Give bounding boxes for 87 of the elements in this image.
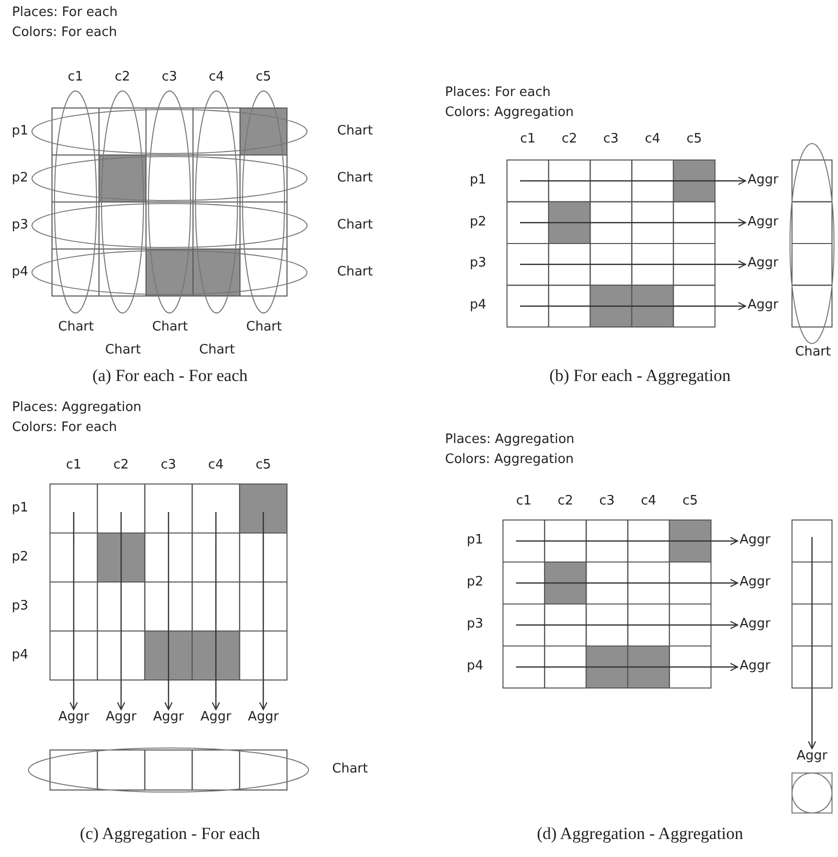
aggregation-label: Aggr: [748, 215, 778, 230]
column-label: c2: [558, 494, 574, 510]
arrow: [516, 536, 738, 546]
aggregation-label: Aggr: [740, 534, 770, 548]
chart-label: Chart: [332, 762, 368, 778]
column-label: c5: [686, 132, 702, 148]
column-label: c5: [256, 70, 272, 86]
arrow: [520, 260, 746, 269]
row-label: p2: [12, 550, 28, 565]
row-label: p2: [466, 576, 484, 590]
subfigure-caption: (c) Aggregation - For each: [80, 824, 260, 844]
column-label: c4: [208, 458, 224, 474]
chart-label: Chart: [337, 218, 373, 233]
column-label: c3: [162, 70, 178, 86]
setting-label: Places: Aggregation: [12, 401, 142, 416]
column-label: c5: [256, 458, 271, 474]
arrow: [516, 578, 738, 588]
arrow: [520, 302, 746, 310]
aggregation-label: Aggr: [748, 256, 778, 272]
arrow: [516, 662, 738, 672]
row-label: p2: [12, 171, 28, 186]
aggregation-label: Aggr: [748, 173, 778, 188]
setting-label: Colors: For each: [12, 421, 118, 436]
chart-label: Chart: [337, 265, 373, 280]
row-label: p4: [12, 265, 28, 280]
setting-label: Places: Aggregation: [445, 433, 574, 448]
row-label: p1: [466, 534, 484, 548]
row-label: p3: [12, 599, 28, 614]
row-label: p1: [12, 501, 28, 516]
aggregation-label: Aggr: [153, 710, 184, 726]
arrow: [116, 512, 126, 710]
column-label: c1: [520, 132, 536, 148]
chart-label: Chart: [337, 124, 373, 139]
chart-label: Chart: [246, 320, 282, 336]
arrow: [520, 218, 746, 227]
column-label: c4: [640, 494, 656, 510]
aggregation-label: Aggr: [740, 576, 770, 590]
aggregation-label: Aggr: [796, 750, 828, 764]
row-label: p4: [12, 648, 28, 663]
arrow: [520, 176, 746, 186]
column-label: c1: [68, 70, 84, 86]
row-label: p3: [466, 618, 484, 632]
aggregation-label: Aggr: [248, 710, 279, 726]
arrow: [808, 537, 816, 750]
setting-label: Places: For each: [12, 6, 118, 21]
row-label: p1: [470, 173, 486, 188]
column-label: c2: [562, 132, 578, 148]
chart-label: Chart: [795, 346, 831, 360]
aggregation-label: Aggr: [740, 618, 770, 632]
subfigure-caption: (d) Aggregation - Aggregation: [536, 824, 744, 844]
aggregation-label: Aggr: [106, 710, 136, 726]
column-label: c4: [208, 70, 224, 86]
setting-label: Colors: For each: [12, 26, 118, 41]
column-label: c1: [66, 458, 82, 474]
row-label: p4: [466, 660, 484, 674]
setting-label: Colors: Aggregation: [445, 106, 574, 121]
row-label: p4: [470, 298, 486, 314]
chart-label: Chart: [199, 344, 235, 358]
column-label: c1: [516, 494, 532, 510]
row-label: p2: [470, 215, 486, 230]
chart-label: Chart: [337, 171, 373, 186]
column-label: c5: [682, 494, 698, 510]
arrow: [70, 512, 78, 710]
row-label: p1: [12, 124, 28, 139]
column-label: c3: [599, 494, 615, 510]
arrow: [259, 512, 268, 710]
setting-label: Colors: Aggregation: [445, 453, 574, 468]
aggregation-label: Aggr: [58, 710, 90, 726]
column-label: c2: [113, 458, 129, 474]
aggregation-label: Aggr: [740, 660, 770, 674]
column-label: c3: [160, 458, 176, 474]
aggregation-label: Aggr: [748, 298, 778, 314]
column-label: c3: [603, 132, 619, 148]
arrow: [212, 512, 220, 710]
arrow: [164, 512, 173, 710]
chart-label: Chart: [58, 320, 94, 336]
setting-label: Places: For each: [445, 86, 551, 101]
column-label: c4: [644, 132, 660, 148]
subfigure-caption: (a) For each - For each: [92, 366, 248, 386]
subfigure-caption: (b) For each - Aggregation: [549, 366, 731, 386]
arrow: [516, 620, 738, 630]
chart-label: Chart: [105, 344, 141, 358]
aggregation-label: Aggr: [200, 710, 232, 726]
chart-label: Chart: [152, 320, 188, 336]
column-label: c2: [114, 70, 130, 86]
row-label: p3: [470, 256, 486, 272]
row-label: p3: [12, 218, 28, 233]
